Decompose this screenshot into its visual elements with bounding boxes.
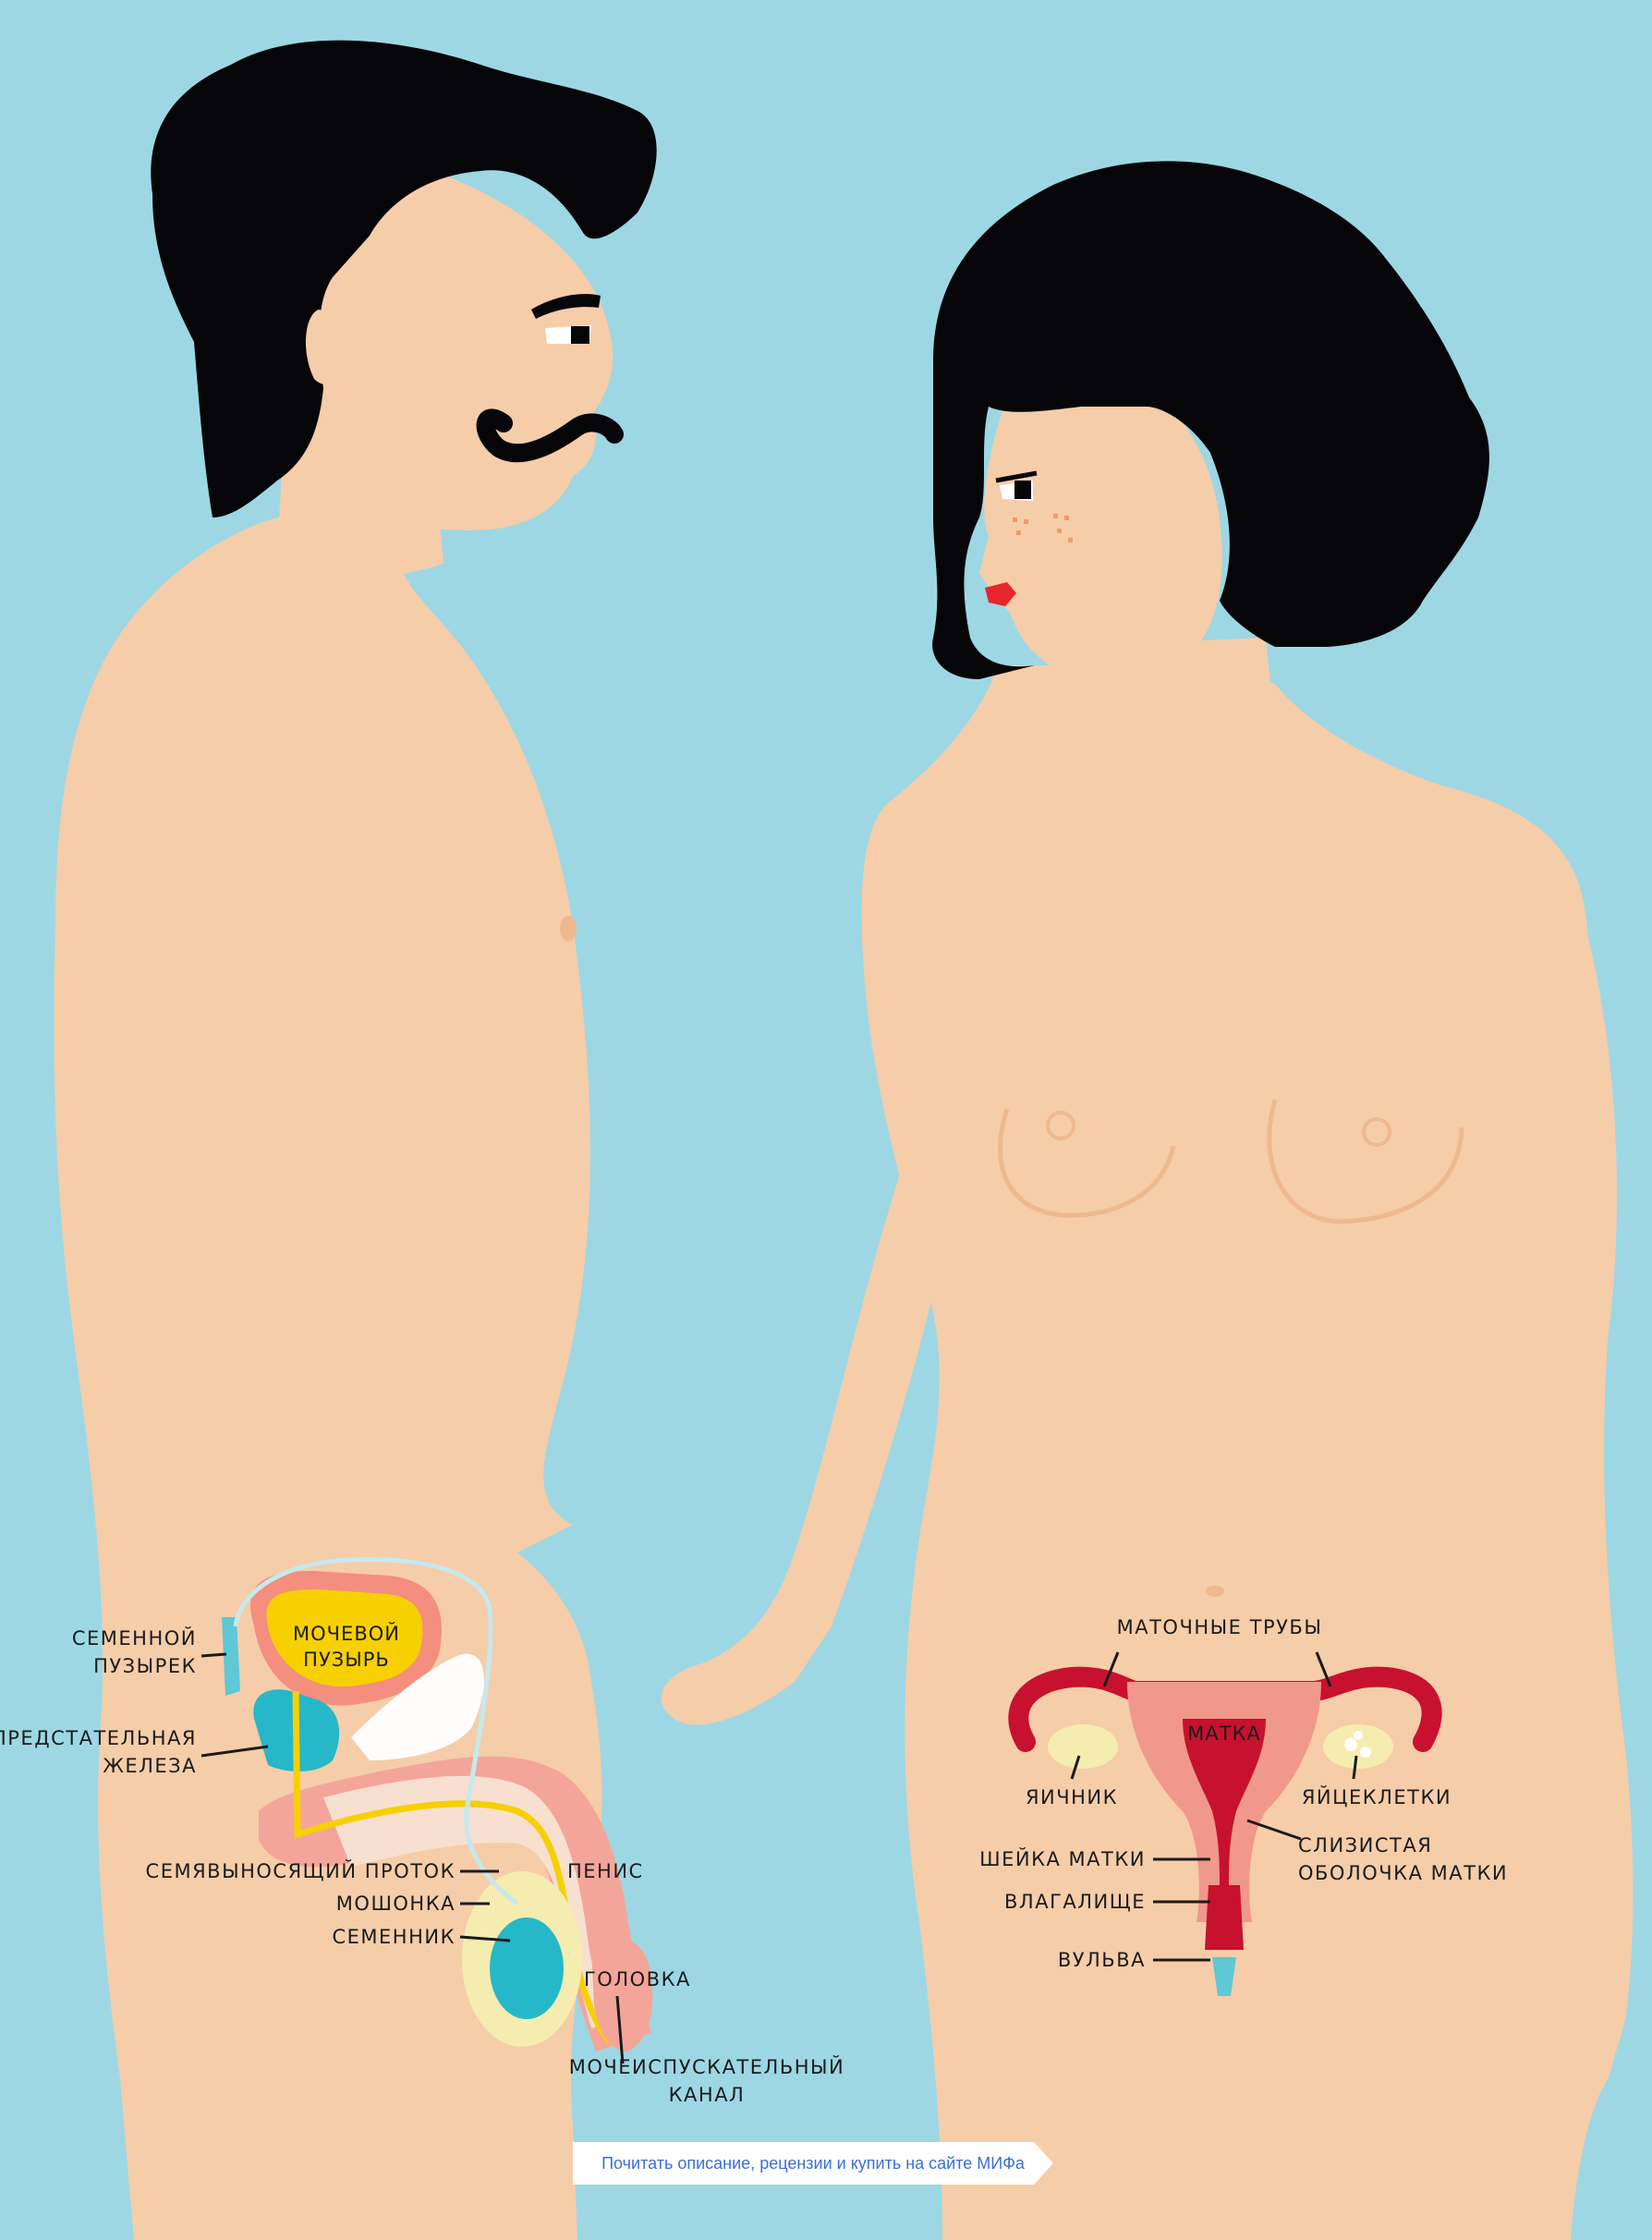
label-penis: ПЕНИС: [567, 1857, 644, 1885]
label-prostate: ПРЕДСТАТЕЛЬНАЯ ЖЕЛЕЗА: [0, 1724, 197, 1780]
man-pupil: [571, 326, 589, 344]
label-eggs: ЯЙЦЕКЛЕТКИ: [1284, 1783, 1469, 1811]
woman-figure: [662, 161, 1634, 2240]
woman-body: [862, 665, 1619, 2240]
label-vas-deferens: СЕМЯВЫНОСЯЩИЙ ПРОТОК: [146, 1857, 456, 1885]
label-glans: ГОЛОВКА: [584, 1966, 691, 1993]
ovary-left: [1048, 1724, 1118, 1769]
label-bladder: МОЧЕВОЙ ПУЗЫРЬ: [277, 1621, 416, 1673]
woman-arm: [662, 1127, 933, 1724]
label-cervix: ШЕЙКА МАТКИ: [979, 1845, 1146, 1873]
label-seminal-vesicle: СЕМЕННОЙ ПУЗЫРЕК: [72, 1625, 197, 1680]
mif-shop-link[interactable]: Почитать описание, рецензии и купить на …: [573, 2142, 1053, 2185]
label-testicle: СЕМЕННИК: [332, 1923, 456, 1951]
label-vagina: ВЛАГАЛИЩЕ: [1004, 1888, 1146, 1916]
man-nipple: [560, 916, 577, 942]
woman-pupil: [1014, 481, 1031, 499]
woman-neck: [1053, 638, 1275, 752]
woman-navel: [1206, 1586, 1224, 1597]
label-uterus: МАТКА: [1169, 1721, 1280, 1747]
label-ovary: ЯИЧНИК: [1002, 1783, 1141, 1811]
testicle: [490, 1917, 564, 2019]
label-endometrium: СЛИЗИСТАЯ ОБОЛОЧКА МАТКИ: [1298, 1832, 1508, 1887]
label-vulva: ВУЛЬВА: [1058, 1946, 1146, 1974]
vagina: [1205, 1885, 1244, 1950]
label-fallopian-tubes: МАТОЧНЫЕ ТРУБЫ: [1063, 1613, 1377, 1641]
label-urethra: МОЧЕИСПУСКАТЕЛЬНЫЙ КАНАЛ: [554, 2053, 859, 2109]
label-scrotum: МОШОНКА: [336, 1890, 456, 1917]
